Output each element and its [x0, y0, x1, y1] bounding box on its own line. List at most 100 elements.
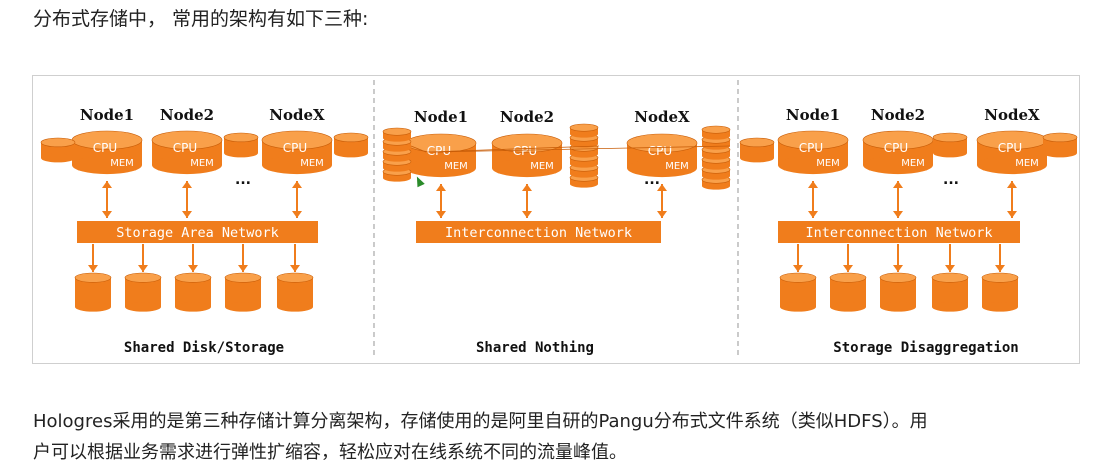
panel-3-node-3-cpu-label: CPU [998, 141, 1022, 155]
panel-1-small-disk-2-top [223, 132, 259, 143]
panel-2-disk-stack-1-2-bottom [383, 154, 411, 162]
panel-2-network-label: Interconnection Network [445, 225, 632, 241]
panel-1-node-arrow-3-tail [292, 181, 302, 188]
panel-1-network-label: Storage Area Network [116, 225, 279, 241]
panel-2-node-arrow-1-head [436, 211, 446, 218]
panel-2-disk-stack-2-4-bottom [570, 170, 598, 178]
body-paragraph: Hologres采用的是第三种存储计算分离架构，存储使用的是阿里自研的Pangu… [33, 406, 1083, 468]
panel-1-node-arrow-1-head [102, 211, 112, 218]
panel-3-storage-arrow-3-head [893, 265, 903, 272]
panel-1-node-1-mem-label: MEM [110, 158, 134, 169]
panel-1-storage-disk-1-top [74, 272, 112, 283]
panel-3-small-disk-1-top [739, 137, 775, 148]
panel-3-network-label: Interconnection Network [806, 225, 993, 241]
panel-2-disk-stack-2-2-bottom [570, 150, 598, 158]
panel-2-disk-stack-1-0-bottom [383, 134, 411, 142]
panel-1-ellipsis: ... [235, 172, 251, 188]
panel-1-storage-disk-4-top [224, 272, 262, 283]
panel-1-node-2-mem-label: MEM [190, 158, 214, 169]
panel-2-stack-link-1 [427, 145, 600, 153]
panel-1-node-3-top [261, 130, 333, 150]
panel-2-disk-stack-3-5-bottom [702, 182, 730, 190]
panel-2-ellipsis: ... [644, 172, 660, 188]
panel-3-node-3-mem-label: MEM [1015, 158, 1039, 169]
panel-3-storage-disk-5-bottom [982, 302, 1018, 312]
panel-3-node-2-bottom [863, 155, 933, 175]
panel-2-network-bar [416, 221, 661, 243]
panel-1-storage-arrow-5-head [290, 265, 300, 272]
body-line-2: 户可以根据业务需求进行弹性扩缩容，轻松应对在线系统不同的流量峰值。 [33, 442, 627, 463]
panel-1-storage-arrow-1-head [88, 265, 98, 272]
panel-3-node-arrow-3-head [1007, 211, 1017, 218]
section-heading: 分布式存储中， 常用的架构有如下三种: [33, 8, 369, 30]
panel-3-storage-arrow-2-head [843, 265, 853, 272]
panel-1-storage-arrow-4-head [238, 265, 248, 272]
panel-2-node-label-2: Node2 [500, 108, 554, 126]
panel-2-node-arrow-2-head [522, 211, 532, 218]
panel-3-node-1-cpu-label: CPU [799, 141, 823, 155]
panel-1-node-arrow-2-tail [182, 181, 192, 188]
panel-2-disk-stack-2-0-top [569, 123, 599, 132]
panel-3-node-label-1: Node1 [786, 106, 840, 124]
panel-2-node-3-bottom [627, 158, 697, 178]
panel-1-small-disk-3-bottom [334, 148, 368, 158]
panel-1-node-3-cpu-label: CPU [283, 141, 307, 155]
panel-2-disk-stack-1-4-bottom [383, 174, 411, 182]
panel-3-node-1-bottom [778, 155, 848, 175]
panel-2-node-arrow-3-head [657, 211, 667, 218]
panel-2-node-3-mem-label: MEM [665, 161, 689, 172]
panel-1-small-disk-1-top [40, 137, 76, 148]
panel-1-node-label-1: Node1 [80, 106, 134, 124]
panel-1-node-3-bottom [262, 155, 332, 175]
panel-3-storage-disk-2-top [829, 272, 867, 283]
panel-3-storage-arrow-1-head [793, 265, 803, 272]
panel-2-disk-stack-3-0-bottom [702, 132, 730, 140]
panel-2-disk-stack-1-3-bottom [383, 164, 411, 172]
panel-2-disk-stack-2-1-bottom [570, 140, 598, 148]
panel-2-disk-stack-3-3-bottom [702, 162, 730, 170]
panel-1-storage-disk-3-bottom [175, 302, 211, 312]
panel-2-disk-stack-1-0-top [382, 127, 412, 136]
panel-1-node-1-cpu-label: CPU [93, 141, 117, 155]
panel-2-disk-stack-2-5-bottom [570, 180, 598, 188]
panel-3-small-disk-1-bottom [740, 153, 774, 163]
panel-1-node-label-3: NodeX [269, 106, 325, 124]
panel-3-node-arrow-1-tail [808, 181, 818, 188]
panel-1-node-2-bottom [152, 155, 222, 175]
panel-2-node-2-bottom [492, 158, 562, 178]
panel-3-small-disk-2-top [932, 132, 968, 143]
panel-1-node-2-cpu-label: CPU [173, 141, 197, 155]
panel-2-node-1-cpu-label: CPU [427, 144, 451, 158]
panel-3-ellipsis: ... [943, 172, 959, 188]
panel-2-node-arrow-2-tail [522, 184, 532, 191]
panel-1-storage-disk-3-top [174, 272, 212, 283]
panel-3-storage-disk-1-bottom [780, 302, 816, 312]
panel-3-node-arrow-2-head [893, 211, 903, 218]
panel-3-storage-disk-2-bottom [830, 302, 866, 312]
panel-2-node-2-mem-label: MEM [530, 161, 554, 172]
panel-3-node-1-mem-label: MEM [816, 158, 840, 169]
panel-1-node-1-bottom [72, 155, 142, 175]
panel-1-storage-disk-5-bottom [277, 302, 313, 312]
panel-3-storage-disk-4-top [931, 272, 969, 283]
panel-1-node-2-top [151, 130, 223, 150]
panel-2-caption: Shared Nothing [476, 340, 594, 356]
panel-1-storage-disk-2-bottom [125, 302, 161, 312]
panel-3-small-disk-3-bottom [1043, 148, 1077, 158]
body-line-1: Hologres采用的是第三种存储计算分离架构，存储使用的是阿里自研的Pangu… [33, 411, 928, 432]
panel-1-storage-arrow-3-head [188, 265, 198, 272]
panel-1-small-disk-2-bottom [224, 148, 258, 158]
panel-2-node-1-bottom [406, 158, 476, 178]
panel-2-stack-link-2 [433, 145, 731, 153]
panel-3-storage-disk-3-bottom [880, 302, 916, 312]
panel-3-small-disk-2-bottom [933, 148, 967, 158]
panel-1-node-3-mem-label: MEM [300, 158, 324, 169]
panel-3-network-bar [778, 221, 1020, 243]
panel-2-node-label-3: NodeX [634, 108, 690, 126]
panel-3-storage-disk-3-top [879, 272, 917, 283]
panel-3-node-arrow-1-head [808, 211, 818, 218]
panel-2-disk-stack-3-2-bottom [702, 152, 730, 160]
panel-1-node-arrow-1-tail [102, 181, 112, 188]
panel-3-node-label-3: NodeX [984, 106, 1040, 124]
